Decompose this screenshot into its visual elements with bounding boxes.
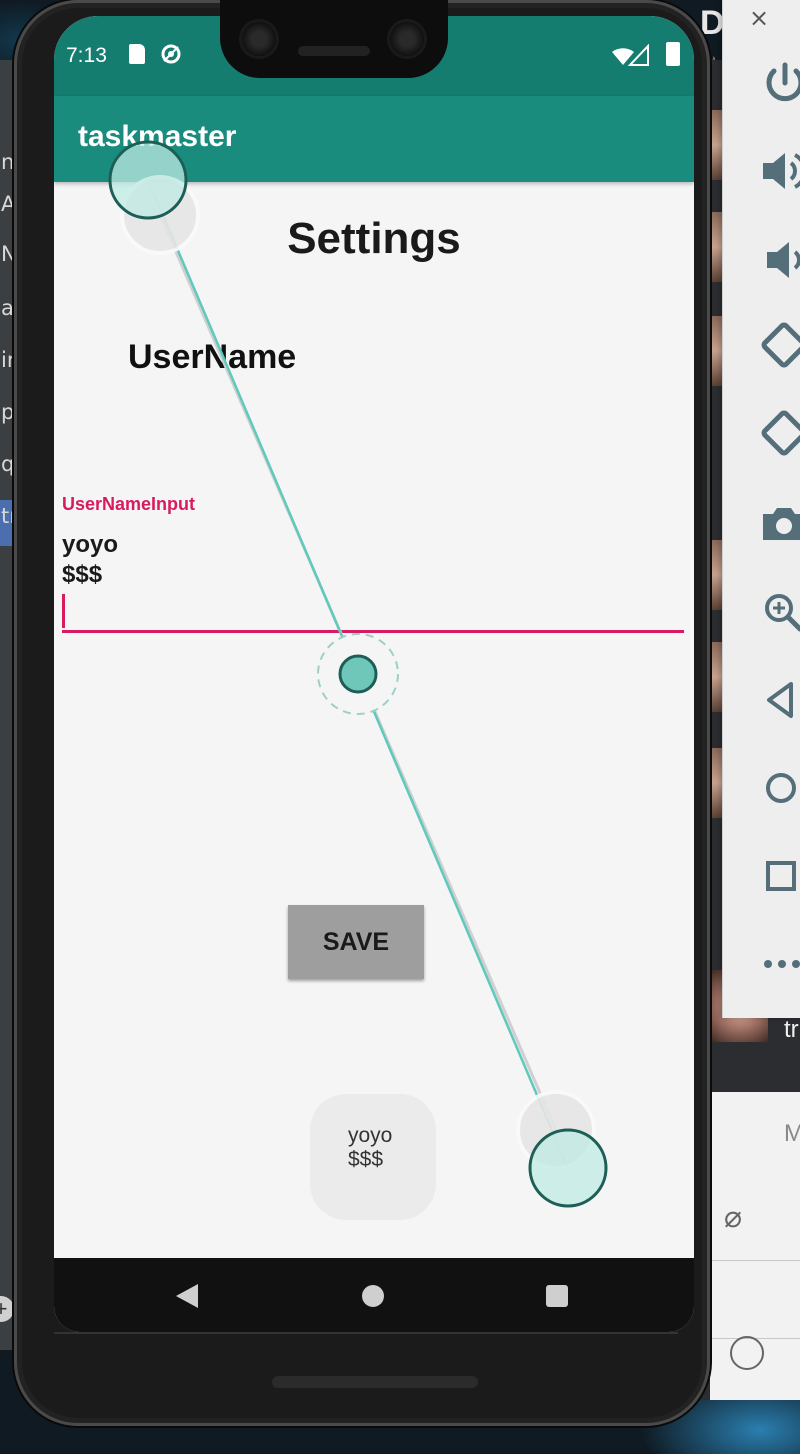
contact-thumbnail: [710, 540, 724, 610]
sd-card-icon: [129, 44, 145, 64]
emulator-toolbar: ×: [722, 0, 800, 1018]
add-icon[interactable]: +: [0, 1296, 14, 1322]
screen-edge: [54, 1332, 678, 1334]
earpiece-speaker: [298, 46, 370, 56]
close-icon[interactable]: ×: [749, 4, 770, 32]
username-input-hint: UserNameInput: [62, 494, 196, 514]
contact-thumbnail: [710, 642, 724, 712]
ide-strip-char: a: [1, 296, 14, 320]
camera-notch: [220, 0, 448, 78]
ide-selected-row: [0, 500, 16, 546]
battery-icon: [666, 42, 680, 66]
ide-strip-char: tı: [1, 504, 16, 528]
nav-home-icon[interactable]: [362, 1285, 384, 1307]
nav-recents-icon[interactable]: [546, 1285, 568, 1307]
divider: [710, 1260, 800, 1261]
home-icon[interactable]: [757, 760, 800, 816]
power-icon[interactable]: [757, 55, 800, 111]
contact-thumbnail: [710, 212, 724, 282]
toast-text: yoyo $$$: [348, 1124, 393, 1171]
wifi-icon: [610, 43, 650, 66]
background-window-letter: D: [700, 4, 725, 42]
text-caret: [62, 594, 65, 628]
app-title: taskmaster: [78, 120, 237, 153]
contact-thumbnail: [710, 110, 724, 180]
ide-strip-char: q: [1, 452, 15, 476]
phone-frame: 7:13 taskmaster Settings UserName UserNa…: [14, 0, 710, 1426]
toast-message: yoyo $$$: [310, 1094, 436, 1220]
ide-strip-char: A: [1, 192, 16, 216]
username-input[interactable]: yoyo $$$: [62, 531, 119, 588]
username-input-underline: [62, 630, 684, 633]
overview-icon[interactable]: [757, 848, 800, 904]
ide-strip-char: N: [1, 242, 17, 266]
status-time: 7:13: [66, 44, 107, 67]
ide-strip-char: ir: [1, 348, 16, 372]
contact-thumbnail: [710, 748, 724, 818]
page-title: Settings: [287, 214, 461, 263]
rotate-left-icon[interactable]: [757, 320, 800, 376]
ide-strip-char: p: [1, 400, 15, 424]
ide-strip-char: n: [1, 150, 15, 174]
username-label: UserName: [128, 338, 297, 376]
volume-up-icon[interactable]: [757, 143, 800, 199]
back-icon[interactable]: [757, 672, 800, 728]
rotate-right-icon[interactable]: [757, 408, 800, 464]
contact-thumbnail: [710, 316, 724, 386]
emoji-icon[interactable]: [730, 1336, 764, 1370]
phone-screen: 7:13 taskmaster Settings UserName UserNa…: [54, 16, 694, 1332]
save-button[interactable]: SAVE: [288, 905, 424, 979]
bottom-speaker: [272, 1376, 478, 1388]
attach-icon[interactable]: ⌀: [724, 1201, 743, 1234]
navigation-bar: [54, 1258, 694, 1332]
nav-back-icon[interactable]: [176, 1284, 198, 1308]
volume-down-icon[interactable]: [757, 232, 800, 288]
ide-project-strip: n A N a ir p q tı: [0, 60, 17, 1350]
camera-icon[interactable]: [757, 496, 800, 552]
contact-name: tr: [784, 1016, 799, 1043]
more-icon[interactable]: [757, 936, 800, 992]
sync-icon: [160, 43, 182, 65]
zoom-icon[interactable]: [757, 584, 800, 640]
message-placeholder: M: [784, 1120, 800, 1147]
front-camera-icon: [242, 22, 276, 56]
front-camera-icon: [390, 22, 424, 56]
